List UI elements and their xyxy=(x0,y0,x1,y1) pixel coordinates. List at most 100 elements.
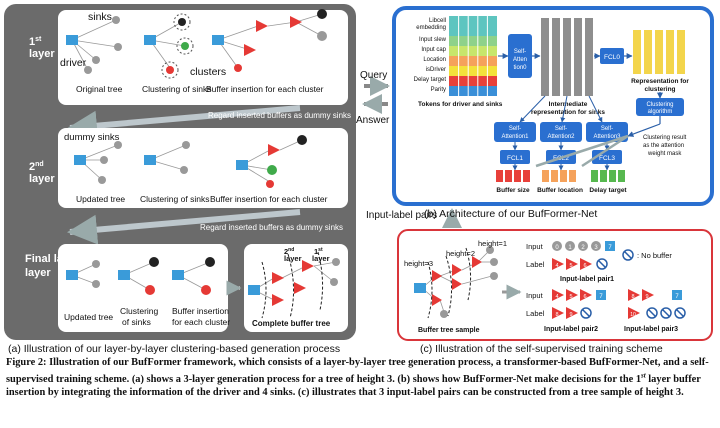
final-buffer-label-l1: Buffer insertion xyxy=(172,306,229,316)
feature-parity: Parity xyxy=(431,87,446,93)
pair1-inputs: 0 1 2 3 7 xyxy=(552,241,615,251)
original-tree-label: Original tree xyxy=(76,84,123,94)
height3-label: height=3 xyxy=(404,259,433,268)
intermediate-label-l2: representation for sinks xyxy=(531,109,605,116)
no-buffer-label: : No buffer xyxy=(637,251,672,260)
clustering-tree-2 xyxy=(144,141,190,174)
representation-label-l2: clustering xyxy=(644,86,675,93)
svg-text:9: 9 xyxy=(645,294,648,300)
svg-text:embedding: embedding xyxy=(416,25,446,31)
transition-arrow-2 xyxy=(67,209,301,245)
clustering-algorithm-block xyxy=(636,98,684,116)
pair1-labels: 4 5 6 xyxy=(552,258,608,270)
svg-text:Self-: Self- xyxy=(601,126,613,132)
complete-tree-label: Complete buffer tree xyxy=(252,319,331,328)
dummy-sinks-label: dummy sinks xyxy=(64,132,120,143)
self-attention2-block xyxy=(540,122,582,142)
svg-text:Self-: Self- xyxy=(509,126,521,132)
clusters-label: clusters xyxy=(190,66,226,78)
svg-text:10: 10 xyxy=(630,312,636,318)
fcl0-label: FCL0 xyxy=(604,54,620,61)
pair3-caption: Input-label pair3 xyxy=(624,326,678,333)
clustering-result-l1: Clustering result xyxy=(643,135,687,141)
pair1-label-label: Label xyxy=(526,260,545,269)
buffer-tree-sample xyxy=(414,246,498,319)
final-layer-box xyxy=(58,244,228,332)
feature-input-slew: Input slew xyxy=(419,37,447,43)
svg-text:Libcell: Libcell xyxy=(429,18,446,24)
pair1-caption: Input-label pair1 xyxy=(560,276,614,283)
height2-label: height=2 xyxy=(446,249,475,258)
figure-caption-tail: layer buffer insertion by integrating th… xyxy=(6,373,701,399)
final-updated-tree xyxy=(66,260,100,288)
fcl1-block xyxy=(500,150,530,164)
final-buffer-insertion-tree xyxy=(172,257,215,295)
svg-text:4: 4 xyxy=(555,294,558,300)
buffer-location-output xyxy=(542,170,576,182)
complete-buffer-tree xyxy=(248,251,340,319)
svg-text:Attention2: Attention2 xyxy=(547,134,575,140)
pair2-caption: Input-label pair2 xyxy=(544,326,598,333)
pair1-input-label: Input xyxy=(526,242,544,251)
svg-text:5: 5 xyxy=(569,263,572,269)
regard-dummy-label-1: Regard inserted buffers as dummy sinks xyxy=(208,111,351,120)
delay-target-output xyxy=(591,170,625,182)
feature-isdriver: isDriver xyxy=(426,67,446,73)
feature-delay-target: Delay target xyxy=(414,77,447,83)
buffer-insertion-tree-1 xyxy=(212,9,327,72)
svg-text:3: 3 xyxy=(594,245,598,251)
svg-text:9: 9 xyxy=(569,312,572,318)
svg-text:Self-: Self- xyxy=(555,126,567,132)
self-attention0-block xyxy=(508,34,532,78)
updated-tree-2 xyxy=(74,141,122,184)
svg-text:5: 5 xyxy=(569,294,572,300)
intermediate-representation xyxy=(541,18,593,96)
svg-text:1: 1 xyxy=(568,245,572,251)
pair3-inputs: 8 9 7 xyxy=(628,289,682,301)
intermediate-label-l1: Intermediate xyxy=(549,101,588,108)
input-label-pairs-label: Input-label pairs xyxy=(366,210,437,221)
svg-text:6: 6 xyxy=(583,263,586,269)
svg-text:4: 4 xyxy=(555,263,558,269)
panel-b-caption: (b) Architecture of our BufFormer-Net xyxy=(424,208,598,220)
clustering-result-l2: as the attention xyxy=(643,143,684,149)
representation-label-l1: Representation for xyxy=(631,78,689,85)
regard-dummy-label-2: Regard inserted buffers as dummy sinks xyxy=(200,223,343,232)
figure-caption: Figure 2: Illustration of our BufFormer … xyxy=(6,356,712,400)
query-label: Query xyxy=(360,70,387,81)
svg-text:8: 8 xyxy=(555,312,558,318)
feature-location: Location xyxy=(423,57,446,63)
svg-text:7: 7 xyxy=(608,245,612,251)
final-buffer-label-l2: for each cluster xyxy=(172,317,230,327)
svg-text:Atten: Atten xyxy=(513,57,527,63)
svg-text:Attention3: Attention3 xyxy=(593,134,621,140)
svg-text:8: 8 xyxy=(631,294,634,300)
clustering-label-1: Clustering of sinks xyxy=(142,84,211,94)
final-clustering-label-l2: of sinks xyxy=(122,317,151,327)
query-answer-arrows: Query Answer xyxy=(356,70,390,126)
delay-target-label: Delay target xyxy=(589,187,627,194)
fcl3-label: FCL3 xyxy=(599,155,615,162)
svg-text:algorithm: algorithm xyxy=(648,109,673,115)
token-grid xyxy=(449,16,497,96)
svg-text:Clustering: Clustering xyxy=(646,102,673,108)
final-clustering-label-l1: Clustering xyxy=(120,306,159,316)
buffer-size-output xyxy=(496,170,530,182)
layer1-box xyxy=(58,10,348,105)
svg-text:0: 0 xyxy=(555,245,559,251)
svg-text:tion0: tion0 xyxy=(513,65,527,71)
buffer-location-label: Buffer location xyxy=(537,187,583,194)
updated-tree-label: Updated tree xyxy=(76,194,125,204)
self-attention1-block xyxy=(494,122,536,142)
sample-label: Buffer tree sample xyxy=(418,327,480,334)
buffer-insertion-label-1: Buffer insertion for each cluster xyxy=(206,84,324,94)
fcl1-label: FCL1 xyxy=(507,155,523,162)
buffer-size-label: Buffer size xyxy=(496,187,530,194)
height1-label: height=1 xyxy=(478,239,507,248)
transition-arrow-1 xyxy=(67,105,301,141)
panel-c: height=3 height=2 height=1 Buffer tree s… xyxy=(397,229,713,341)
figure-caption-sup: st xyxy=(641,371,646,380)
final-updated-tree-label: Updated tree xyxy=(64,312,113,322)
